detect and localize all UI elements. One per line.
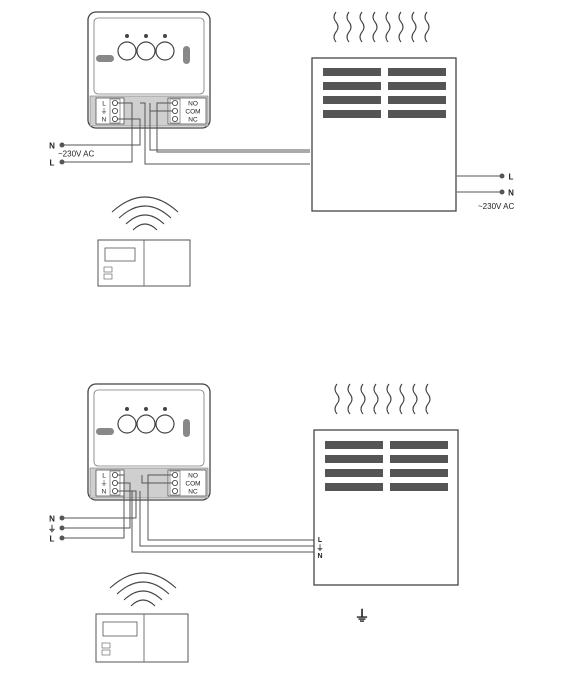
terminal-label-com: COM (185, 109, 200, 116)
terminal-label-no: NO (188, 473, 198, 480)
heater-icon (311, 57, 457, 212)
receiver-module-1: L ⏚ N NO COM NC (87, 11, 211, 129)
terminal-label-l: L (102, 473, 106, 480)
heater-supply-label-n: N (508, 189, 514, 198)
terminal-label-n: N (102, 117, 107, 124)
terminal-label-ground: ⏚ (101, 480, 108, 488)
selector-knobs (117, 34, 175, 61)
heater-supply-label-l: L (509, 173, 514, 182)
terminal-label-no: NO (188, 101, 198, 108)
terminal-label-nc: NC (188, 117, 198, 124)
status-led (96, 55, 114, 62)
ground-icon: ⏚ (354, 608, 369, 625)
terminal-label-ground: ⏚ (101, 108, 108, 116)
supply-label-ground: ⏚ (48, 525, 56, 534)
supply-label-l: L (50, 159, 55, 168)
diagram-2: L ⏚ N NO COM NC (48, 383, 459, 663)
receiver-module-2: L ⏚ N NO COM NC (87, 383, 211, 501)
heat-wave-icon (334, 383, 431, 415)
diagram-1: L ⏚ N NO COM NC (49, 11, 514, 287)
heater-terminal-n: N (317, 553, 322, 560)
wires-1 (59, 102, 505, 195)
heater-terminal-l: L (318, 537, 323, 544)
wifi-signal-icon (109, 572, 177, 607)
supply-label-n: N (49, 142, 55, 151)
voltage-label-left: ~230V AC (58, 150, 94, 159)
thermostat-icon (97, 239, 191, 287)
terminal-label-com: COM (185, 481, 200, 488)
selector-knobs (117, 407, 175, 434)
terminal-label-n: N (102, 489, 107, 496)
supply-label-l: L (50, 535, 55, 544)
supply-label-n: N (49, 515, 55, 524)
button-slot (183, 46, 190, 64)
status-led (96, 428, 114, 435)
heat-wave-icon (333, 11, 430, 43)
terminal-label-l: L (102, 101, 106, 108)
thermostat-icon (95, 613, 189, 663)
voltage-label-right: ~230V AC (478, 202, 514, 211)
heater-icon (313, 429, 459, 586)
terminal-label-nc: NC (188, 489, 198, 496)
heater-terminal-ground: ⏚ (317, 544, 324, 552)
wires-2 (59, 474, 316, 553)
wifi-signal-icon (111, 196, 179, 231)
button-slot (183, 419, 190, 437)
